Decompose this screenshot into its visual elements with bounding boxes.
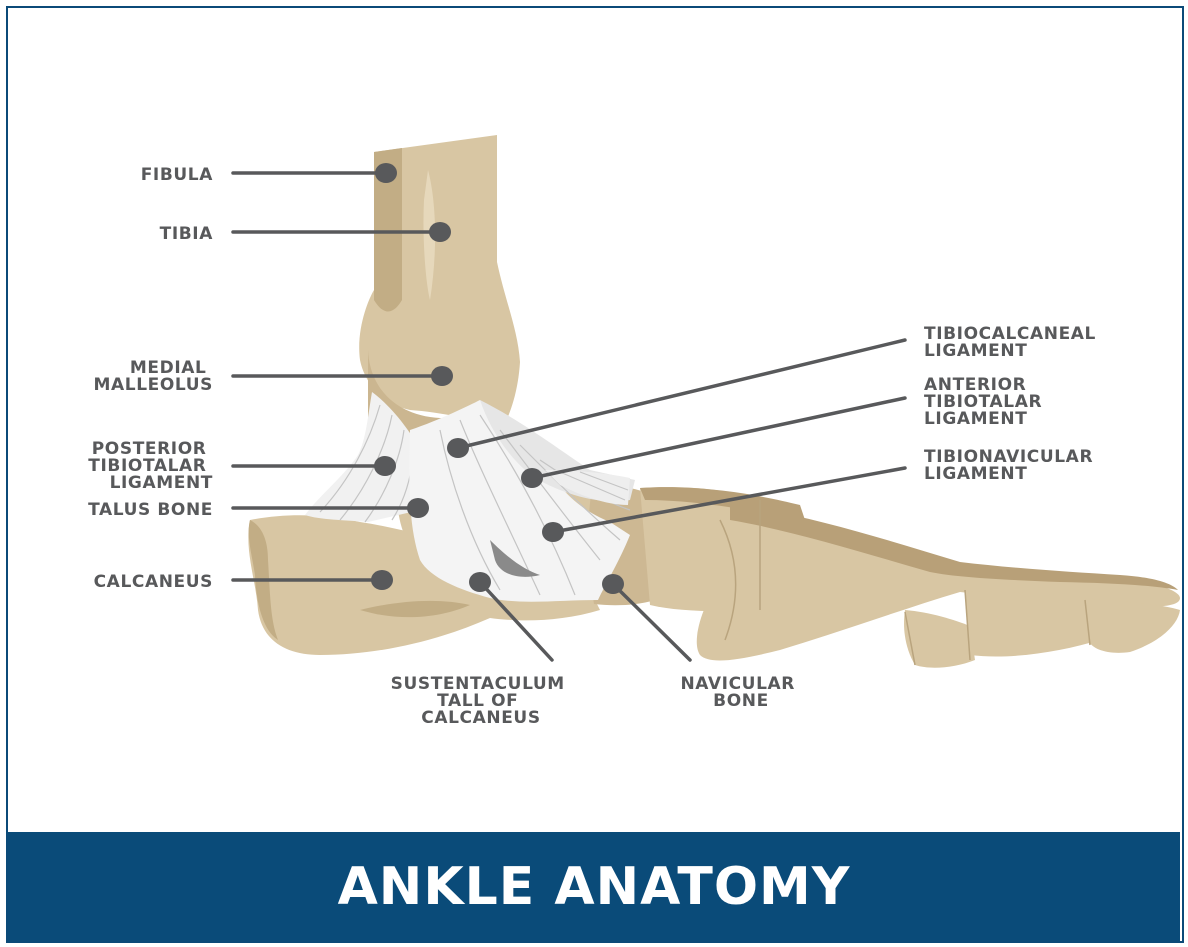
anterior-tibiotalar-label: ANTERIOR TIBIOTALAR LIGAMENT (924, 375, 1049, 429)
figure-title: ANKLE ANATOMY (338, 857, 851, 917)
ankle-anatomy-diagram: FIBULA TIBIA MEDIAL MALLEOLUS POSTERIOR … (0, 0, 1188, 830)
tibiocalcaneal-marker (447, 438, 469, 458)
medial-malleolus-marker (431, 366, 453, 386)
calcaneus-label: CALCANEUS (94, 572, 213, 592)
talus-marker (407, 498, 429, 518)
navicular-label: NAVICULAR BONE (680, 674, 801, 711)
anterior-tibiotalar-marker (521, 468, 543, 488)
posterior-tibiotalar-label: POSTERIOR TIBIOTALAR LIGAMENT (88, 439, 213, 493)
title-banner: ANKLE ANATOMY (8, 832, 1180, 941)
sustentaculum-marker (469, 572, 491, 592)
phalanx-bones (965, 591, 1100, 656)
medial-malleolus-label: MEDIAL MALLEOLUS (94, 358, 213, 395)
talus-label: TALUS BONE (88, 500, 213, 520)
tibiocalcaneal-label: TIBIOCALCANEAL LIGAMENT (924, 324, 1103, 361)
calcaneus-marker (371, 570, 393, 590)
tibionavicular-label: TIBIONAVICULAR LIGAMENT (924, 447, 1100, 484)
tibionavicular-marker (542, 522, 564, 542)
tibia-marker (429, 222, 451, 242)
navicular-marker (602, 574, 624, 594)
posterior-tibiotalar-marker (374, 456, 396, 476)
fibula-marker (375, 163, 397, 183)
sustentaculum-label: SUSTENTACULUM TALL OF CALCANEUS (391, 674, 572, 728)
anterior-tibiotalar-leader (532, 398, 905, 478)
tibiocalcaneal-leader (458, 340, 905, 448)
fibula-label: FIBULA (141, 165, 214, 185)
tibia-label: TIBIA (160, 224, 214, 244)
